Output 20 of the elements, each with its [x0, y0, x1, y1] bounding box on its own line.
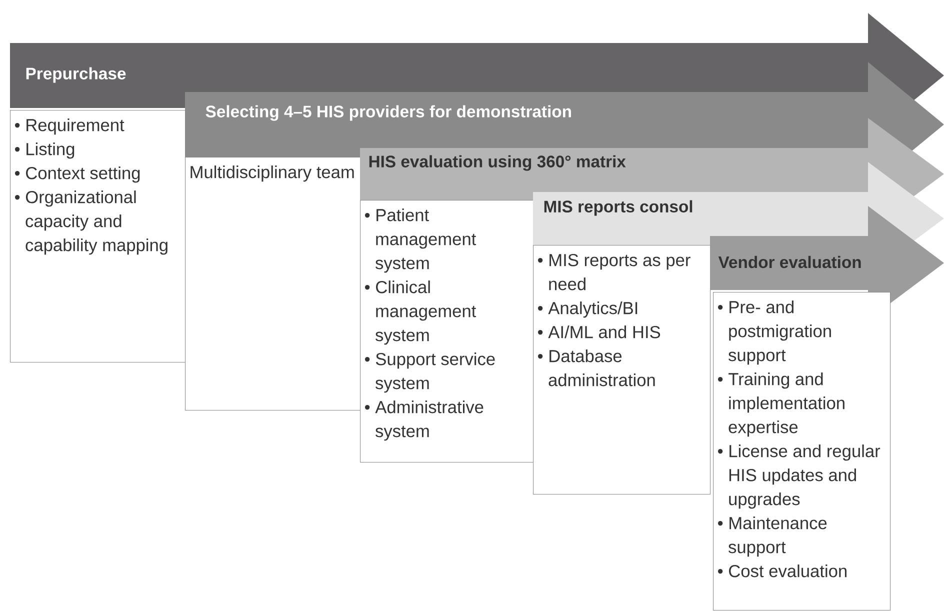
list-item: • License and regular HIS updates and upgrades	[718, 444, 880, 509]
list-item: • Requirement	[14, 118, 124, 135]
box-text: Multidisciplinary team	[190, 166, 354, 182]
list-item: • Maintenance support	[718, 516, 827, 557]
list-item: • Context setting	[14, 166, 140, 183]
list-item: • AI/ML and HIS	[538, 326, 660, 338]
list-item: • Database administration	[538, 350, 655, 386]
list-item: • Organizational capacity and capability mapping	[14, 190, 168, 255]
list-item: • Listing	[14, 142, 74, 159]
list-item: • Analytics/BI	[538, 302, 638, 318]
list-item: • Administrative system	[364, 400, 484, 441]
text-box	[360, 200, 534, 463]
text-box	[185, 157, 361, 411]
list-item: • Support service system	[364, 352, 495, 393]
text-box	[713, 292, 891, 611]
list-item: • Clinical management system	[364, 280, 476, 345]
text-box	[10, 110, 186, 363]
list-item: • Training and implementation expertise	[718, 372, 844, 437]
list-item: • Cost evaluation	[718, 564, 846, 578]
text-box	[533, 245, 711, 495]
